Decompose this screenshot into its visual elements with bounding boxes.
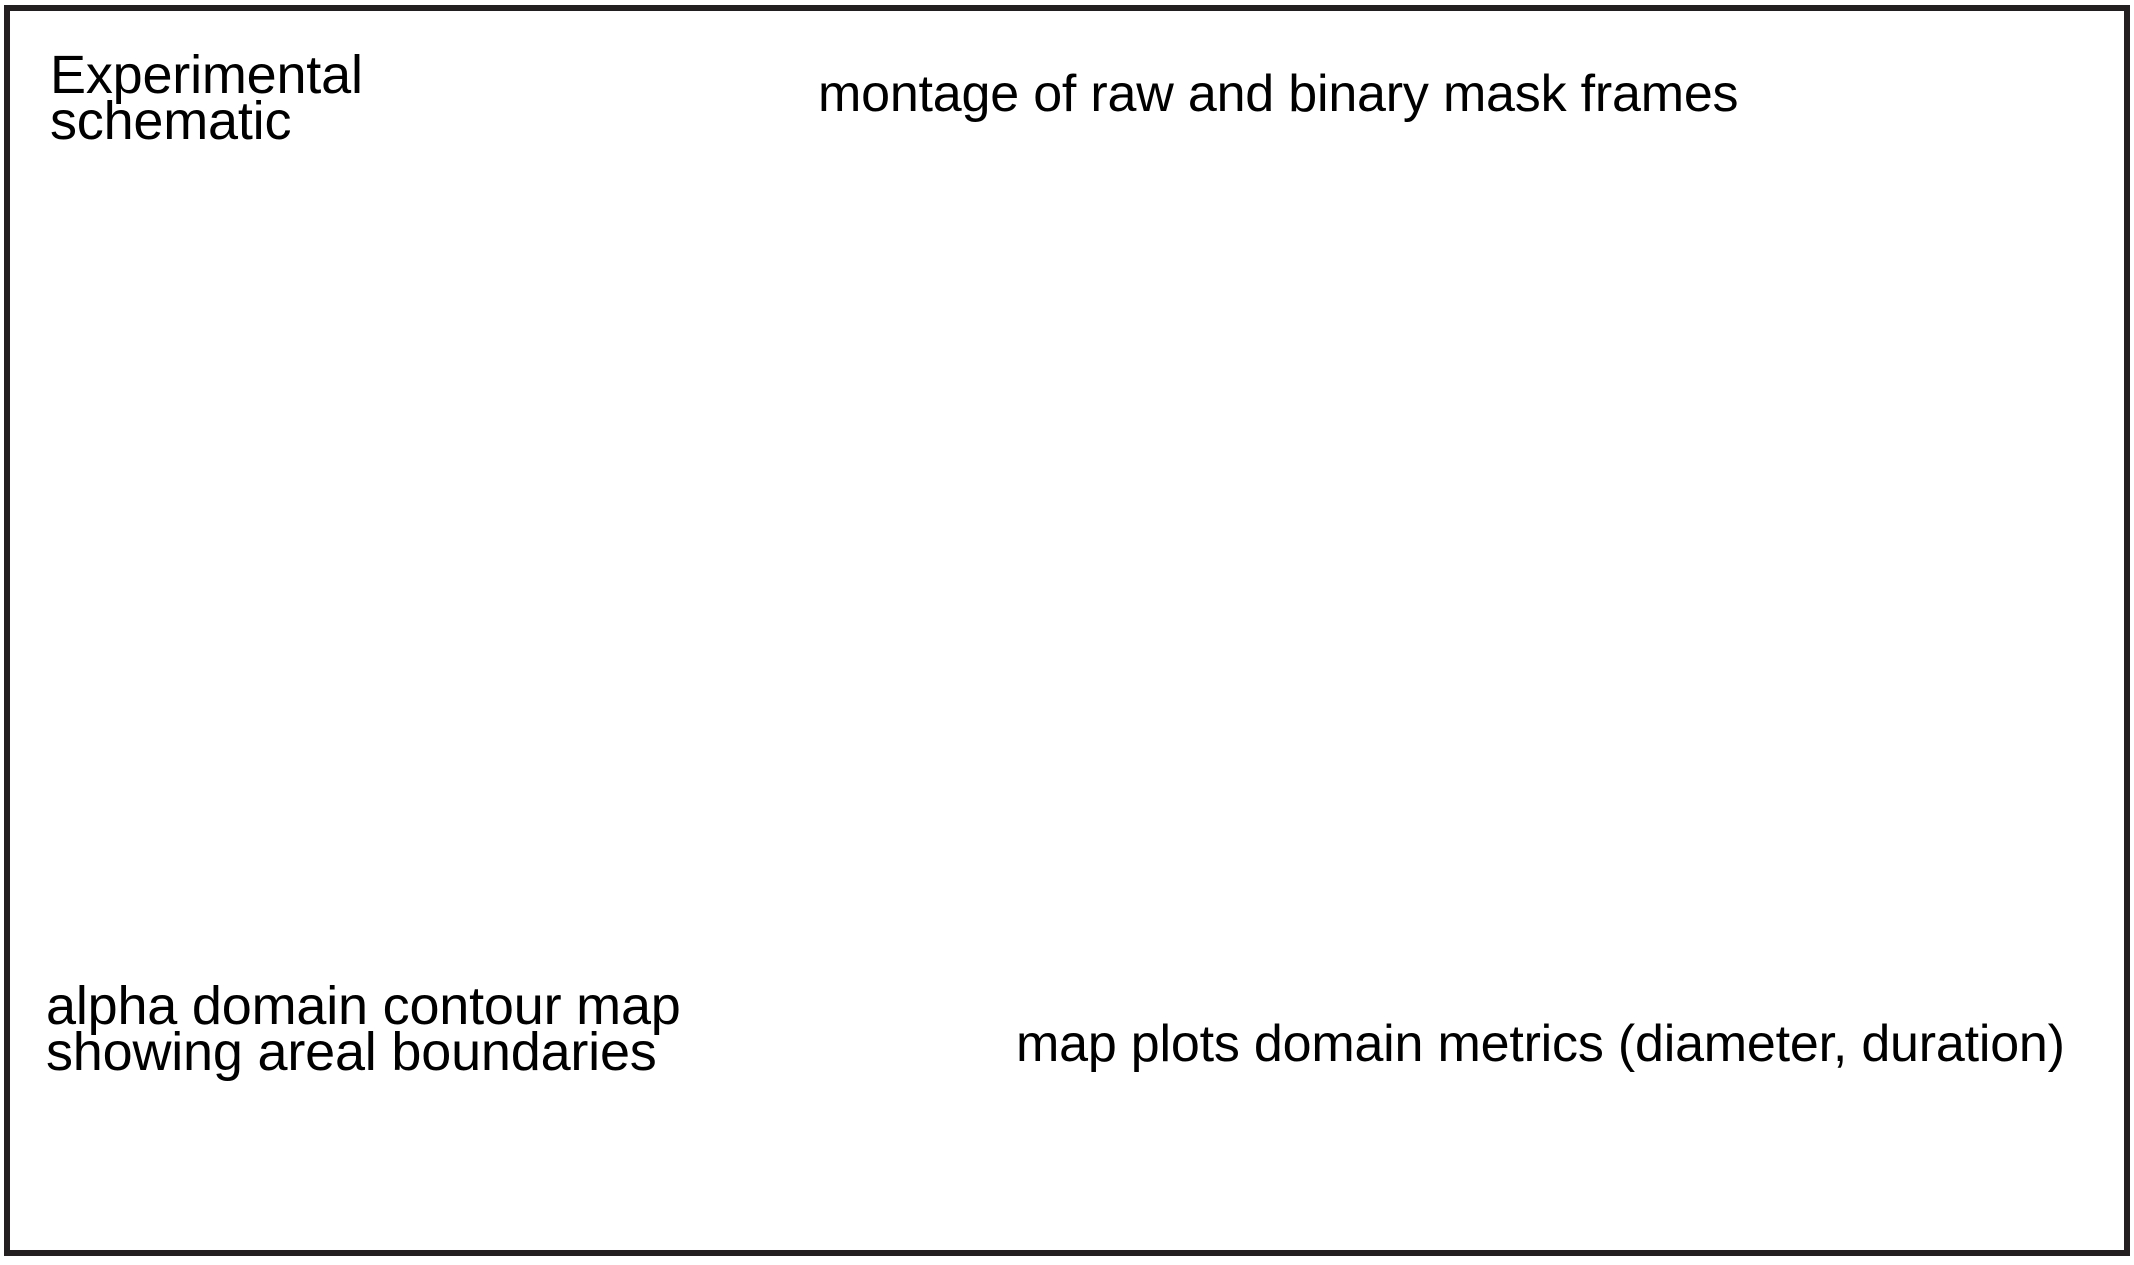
panel-art-region-montage-raw-binary-mask [818,150,2018,950]
panel-art-region-experimental-schematic [50,150,750,950]
panel-caption-alpha-domain-contour-map: alpha domain contour map showing areal b… [46,976,681,1082]
panel-caption-domain-metrics-map: map plots domain metrics (diameter, dura… [1016,1015,2065,1073]
panel-art-region-domain-metrics-map [1016,1090,2076,1200]
panel-art-region-alpha-domain-contour-map [46,1080,746,1200]
panel-caption-montage-raw-binary-mask: montage of raw and binary mask frames [818,65,1739,123]
panel-caption-experimental-schematic: Experimental schematic [50,45,363,151]
